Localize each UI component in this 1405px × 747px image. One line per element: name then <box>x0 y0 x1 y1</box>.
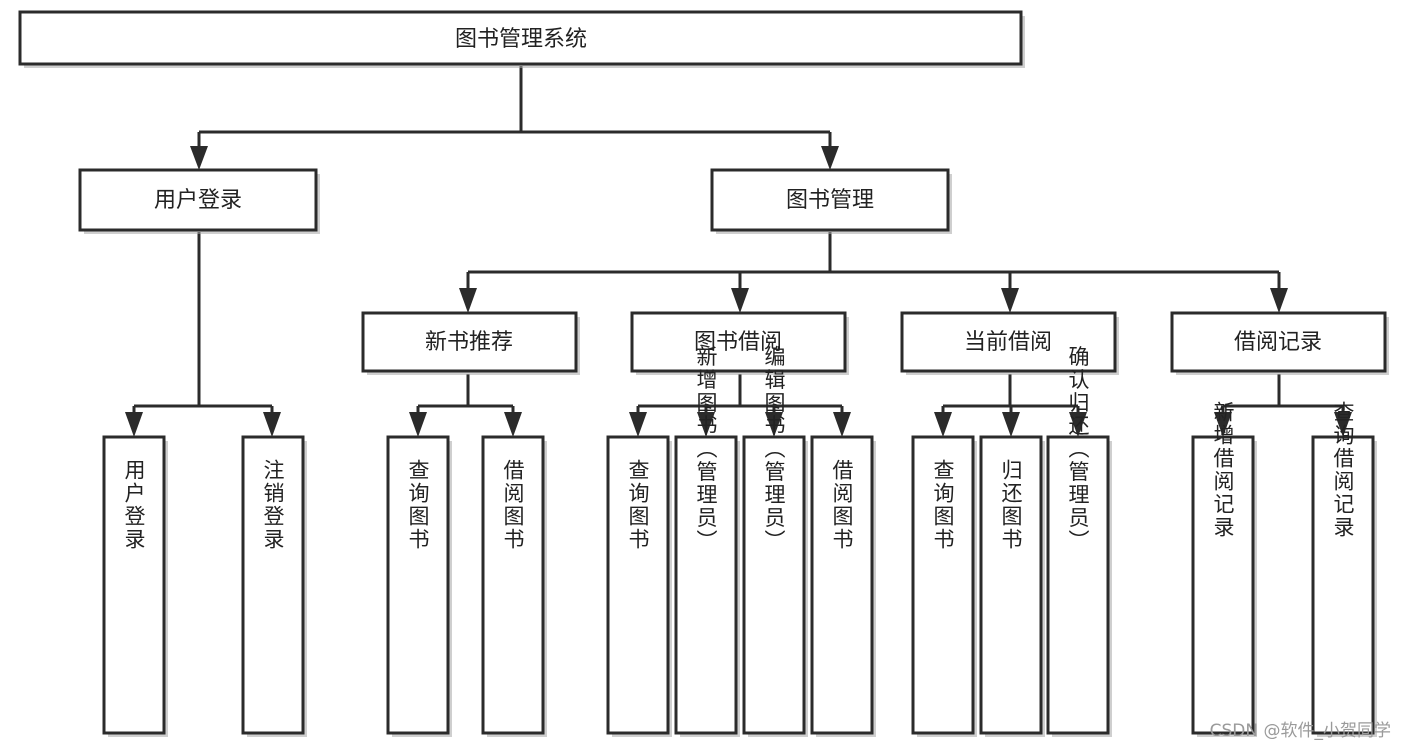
leaf-nb-borrow-book-label: 借阅图书 <box>501 459 525 551</box>
node-borrow-record-box <box>1170 311 1387 373</box>
arrowhead-bb-leaf1 <box>629 412 647 437</box>
node-user-login-box <box>78 168 318 232</box>
arrowhead-new-book <box>459 288 477 313</box>
leaf-bb-edit-book-box <box>742 435 806 735</box>
node-new-book-recommend[interactable]: 新书推荐 <box>361 311 580 375</box>
leaf-logout-box <box>241 435 305 735</box>
node-book-borrow[interactable]: 图书借阅 <box>630 311 849 375</box>
leaf-user-login-label: 用户登录 <box>122 459 146 551</box>
leaf-nb-query-book[interactable]: 查询图书 <box>386 435 452 737</box>
arrowhead-user-login <box>190 146 208 170</box>
node-book-borrow-box <box>630 311 847 373</box>
leaf-cb-query-book-box <box>911 435 975 735</box>
leaf-cb-confirm-return[interactable]: 确认归还（管理员） <box>1046 346 1112 738</box>
arrowhead-cb-leaf3 <box>1069 412 1087 437</box>
arrowhead-borrow-record <box>1270 288 1288 313</box>
leaf-bb-borrow-book[interactable]: 借阅图书 <box>810 435 876 737</box>
node-root-box <box>18 10 1023 66</box>
node-book-borrow-label: 图书借阅 <box>694 330 782 355</box>
leaf-bb-query-book-box <box>606 435 670 735</box>
arrowhead-current-borrow <box>1001 288 1019 313</box>
leaf-cb-query-book-label: 查询图书 <box>931 459 955 551</box>
leaf-bb-add-book[interactable]: 新增图书（管理员） <box>674 346 740 738</box>
leaf-br-add-record-label: 新增借阅记录 <box>1211 401 1235 539</box>
leaf-br-add-record-box <box>1191 435 1255 735</box>
node-root[interactable]: 图书管理系统 <box>18 10 1025 68</box>
leaf-br-query-record-box <box>1311 435 1375 735</box>
leaf-cb-query-book[interactable]: 查询图书 <box>911 435 977 737</box>
leaf-nb-query-book-label: 查询图书 <box>406 459 430 551</box>
leaf-bb-query-book[interactable]: 查询图书 <box>606 435 672 737</box>
node-new-book-recommend-label: 新书推荐 <box>425 330 513 355</box>
arrowhead-leaf-logout <box>263 412 281 437</box>
arrowhead-book-borrow <box>731 288 749 313</box>
node-borrow-record[interactable]: 借阅记录 <box>1170 311 1389 375</box>
node-root-label: 图书管理系统 <box>455 27 587 52</box>
leaf-bb-query-book-label: 查询图书 <box>626 459 650 551</box>
leaf-nb-borrow-book[interactable]: 借阅图书 <box>481 435 547 737</box>
arrowhead-nb-leaf2 <box>504 412 522 437</box>
leaf-cb-confirm-return-label: 确认归还（管理员） <box>1066 346 1090 553</box>
leaf-logout[interactable]: 注销登录 <box>241 435 307 737</box>
leaf-cb-return-book-box <box>979 435 1043 735</box>
leaf-user-login[interactable]: 用户登录 <box>102 435 168 737</box>
node-current-borrow-label: 当前借阅 <box>964 330 1052 355</box>
node-current-borrow[interactable]: 当前借阅 <box>900 311 1119 375</box>
arrowhead-cb-leaf1 <box>934 412 952 437</box>
leaf-cb-confirm-return-box <box>1046 435 1110 735</box>
arrowhead-bb-leaf4 <box>833 412 851 437</box>
node-book-management-box <box>710 168 950 232</box>
arrowhead-nb-leaf1 <box>409 412 427 437</box>
leaf-bb-borrow-book-label: 借阅图书 <box>830 459 854 551</box>
leaf-cb-return-book-label: 归还图书 <box>999 459 1023 551</box>
node-user-login-label: 用户登录 <box>154 188 242 213</box>
arrowhead-cb-leaf2 <box>1002 412 1020 437</box>
leaf-bb-add-book-label: 新增图书（管理员） <box>694 346 718 553</box>
leaf-nb-borrow-book-box <box>481 435 545 735</box>
node-current-borrow-box <box>900 311 1117 373</box>
leaf-nb-query-book-box <box>386 435 450 735</box>
node-book-management[interactable]: 图书管理 <box>710 168 952 234</box>
leaf-br-query-record-label: 查询借阅记录 <box>1331 401 1355 539</box>
arrowhead-bb-leaf3 <box>765 412 783 437</box>
arrowhead-br-leaf1 <box>1214 412 1232 437</box>
arrowhead-leaf-user-login <box>125 412 143 437</box>
node-user-login[interactable]: 用户登录 <box>78 168 320 234</box>
leaf-br-query-record[interactable]: 查询借阅记录 <box>1311 401 1377 737</box>
arrowhead-book-mgmt <box>821 146 839 170</box>
node-borrow-record-label: 借阅记录 <box>1234 330 1322 355</box>
leaf-bb-add-book-box <box>674 435 738 735</box>
leaf-logout-label: 注销登录 <box>261 459 285 551</box>
leaf-user-login-box <box>102 435 166 735</box>
leaf-bb-borrow-book-box <box>810 435 874 735</box>
edges-layer <box>125 66 1352 437</box>
leaf-bb-edit-book-label: 编辑图书（管理员） <box>762 346 786 553</box>
leaf-br-add-record[interactable]: 新增借阅记录 <box>1191 401 1257 737</box>
leaf-bb-edit-book[interactable]: 编辑图书（管理员） <box>742 346 808 738</box>
arrowhead-bb-leaf2 <box>697 412 715 437</box>
arrowhead-br-leaf2 <box>1334 412 1352 437</box>
node-book-management-label: 图书管理 <box>786 188 874 213</box>
leaf-cb-return-book[interactable]: 归还图书 <box>979 435 1045 737</box>
node-new-book-recommend-box <box>361 311 578 373</box>
